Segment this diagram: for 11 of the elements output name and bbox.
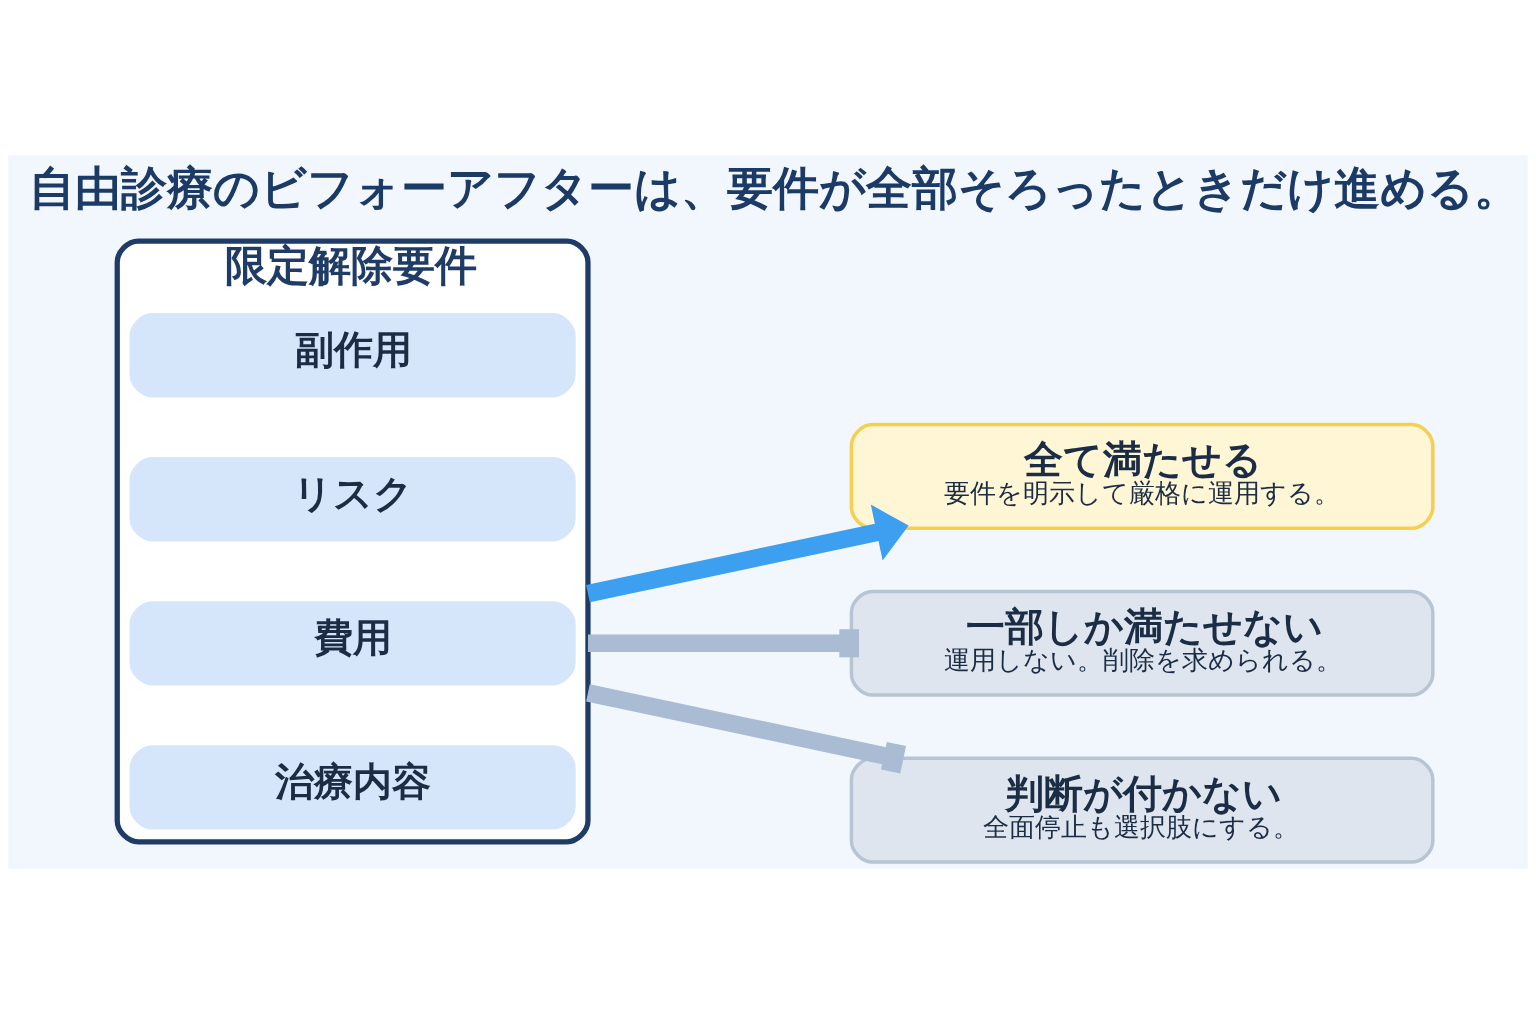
arrow (586, 504, 909, 603)
node-box: 一部しか満たせない 運用しない。削除を求められる。 (849, 589, 1435, 697)
node-box: 全て満たせる 要件を明示して厳格に運用する。 (849, 422, 1435, 530)
node-box: 治療内容 (129, 745, 576, 830)
node-box: 費用 (129, 601, 576, 686)
diagram-title: 自由診療のビフォーアフターは、要件が全部そろったときだけ進める。 (29, 161, 1521, 215)
connector (586, 684, 907, 774)
node-box: リスク (129, 457, 576, 542)
connector (587, 629, 859, 658)
node-box: 判断が付かない 全面停止も選択肢にする。 (849, 756, 1435, 864)
node-box: 副作用 (129, 313, 576, 398)
